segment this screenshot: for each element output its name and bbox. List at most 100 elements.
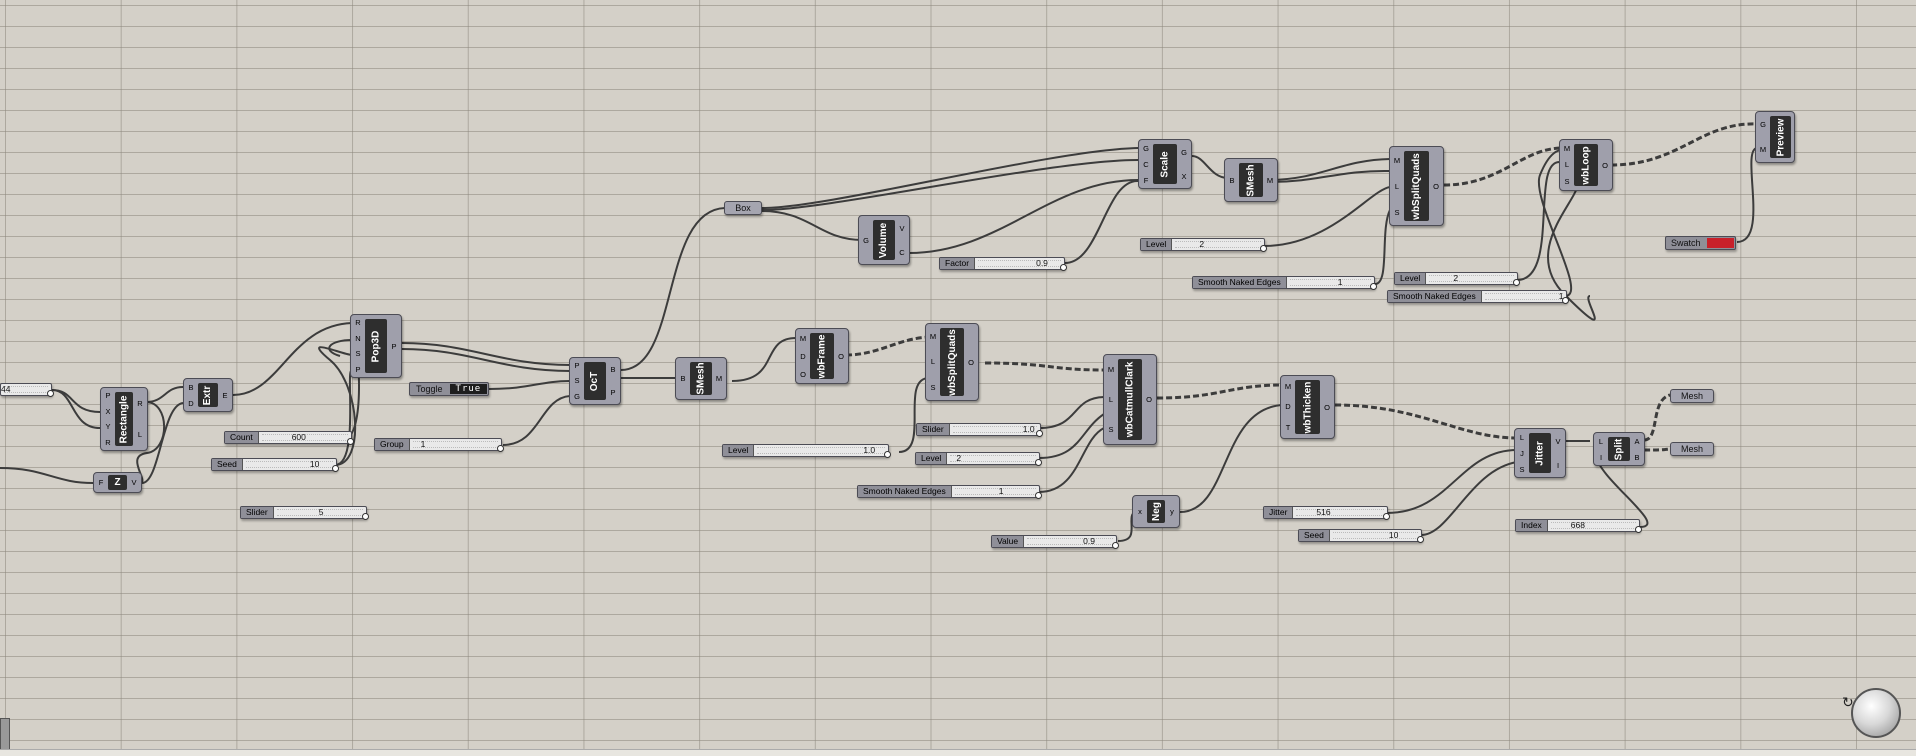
slider-grip[interactable] <box>1260 245 1267 252</box>
smooth-naked-edges-slider-2[interactable]: Smooth Naked Edges 1 <box>1387 290 1569 304</box>
slider-track[interactable]: 1 <box>412 439 504 452</box>
slider-track[interactable]: 10 <box>245 459 339 472</box>
slider-track[interactable]: 516 <box>1296 507 1390 520</box>
slider-track[interactable]: 1 <box>954 486 1042 499</box>
value-slider[interactable]: Value 0.9 <box>991 535 1119 549</box>
level-slider-1[interactable]: Level 2 <box>1140 238 1267 252</box>
slider-track[interactable]: 0.9 <box>978 258 1067 271</box>
rotate-arrow-icon[interactable]: ↻ <box>1842 694 1854 710</box>
count-slider[interactable]: Count 600 <box>224 431 354 445</box>
slider-track[interactable]: 2 <box>950 453 1042 466</box>
slider-track[interactable]: 1.0 <box>757 445 891 458</box>
level-slider-3[interactable]: Level 1.0 <box>722 444 891 458</box>
slider-1-0[interactable]: Slider 1.0 <box>916 423 1043 437</box>
slider-grip[interactable] <box>1635 526 1642 533</box>
boolean-toggle[interactable]: Toggle True <box>409 382 489 396</box>
wire <box>731 337 797 382</box>
component-name: OcT <box>584 362 606 400</box>
slider-grip[interactable] <box>1060 264 1067 271</box>
level-slider-4[interactable]: Level 2 <box>915 452 1042 466</box>
jitter-slider[interactable]: Jitter 516 <box>1263 506 1390 520</box>
component-name: Neg <box>1147 500 1165 523</box>
slider-grip[interactable] <box>332 465 339 472</box>
slider-track[interactable]: 1 <box>1484 291 1569 304</box>
smooth-naked-edges-slider-1[interactable]: Smooth Naked Edges 1 <box>1192 276 1377 290</box>
component-name: Rectangle <box>115 392 133 446</box>
slider-grip[interactable] <box>1370 283 1377 290</box>
slider-track[interactable]: 600 <box>261 432 354 445</box>
slider-track[interactable]: 1 <box>1289 277 1377 290</box>
smesh-component-2[interactable]: B SMesh M <box>1224 158 1278 202</box>
slider-track[interactable]: 2 <box>1175 239 1267 252</box>
group-slider[interactable]: Group 1 <box>374 438 504 452</box>
level-slider-2[interactable]: Level 2 <box>1394 272 1520 286</box>
box-param[interactable]: Box <box>724 201 762 215</box>
swatch-colour[interactable] <box>1706 238 1734 248</box>
scroll-handle[interactable] <box>0 718 10 750</box>
slider-grip[interactable] <box>1513 279 1520 286</box>
neg-component[interactable]: x Neg y <box>1132 495 1180 528</box>
slider-grip[interactable] <box>1562 297 1569 304</box>
wire <box>1386 449 1518 514</box>
slider-grip[interactable] <box>1035 492 1042 499</box>
slider-track[interactable]: 1.0 <box>952 424 1043 437</box>
slider-track[interactable]: 2 <box>1429 273 1520 286</box>
slider-grip[interactable] <box>1383 513 1390 520</box>
slider-grip[interactable] <box>1112 542 1119 549</box>
slider-grip[interactable] <box>1035 459 1042 466</box>
index-slider[interactable]: Index 668 <box>1515 519 1642 533</box>
slider-track[interactable]: 668 <box>1550 520 1642 533</box>
component-name: Preview <box>1770 116 1791 158</box>
mesh-param-a[interactable]: Mesh <box>1670 389 1714 403</box>
slider-track[interactable]: 0.9 <box>1027 536 1119 549</box>
slider-5[interactable]: Slider 5 <box>240 506 369 520</box>
slider-grip[interactable] <box>1417 536 1424 543</box>
slider-grip[interactable] <box>362 513 369 520</box>
wire <box>1736 147 1758 243</box>
slider-grip[interactable] <box>1036 430 1043 437</box>
component-name: wbSplitQuads <box>940 328 964 396</box>
toggle-value[interactable]: True <box>449 384 488 394</box>
wire <box>334 369 353 466</box>
slider-grip[interactable] <box>347 438 354 445</box>
wire <box>898 377 929 453</box>
number-slider[interactable]: 44 <box>0 383 54 397</box>
smooth-naked-edges-slider-3[interactable]: Smooth Naked Edges 1 <box>857 485 1042 499</box>
wire <box>141 402 184 484</box>
wire <box>51 389 101 429</box>
wire <box>1064 179 1139 264</box>
slider-grip[interactable] <box>497 445 504 452</box>
navigation-compass-icon[interactable] <box>1851 688 1901 738</box>
slider-grip[interactable] <box>884 451 891 458</box>
slider-track[interactable]: 44 <box>1 384 54 397</box>
smesh-component[interactable]: B SMesh M <box>675 357 727 400</box>
output-ports: V <box>131 478 137 487</box>
slider-grip[interactable] <box>47 390 54 397</box>
z-component[interactable]: F Z V <box>93 472 142 493</box>
colour-swatch[interactable]: Swatch <box>1665 236 1736 250</box>
factor-slider[interactable]: Factor 0.9 <box>939 257 1067 271</box>
slider-track[interactable]: 10 <box>1332 530 1424 543</box>
mesh-param-b[interactable]: Mesh <box>1670 442 1714 456</box>
seed-slider-2[interactable]: Seed 10 <box>1298 529 1424 543</box>
slider-track[interactable]: 5 <box>276 507 369 520</box>
seed-slider[interactable]: Seed 10 <box>211 458 339 472</box>
